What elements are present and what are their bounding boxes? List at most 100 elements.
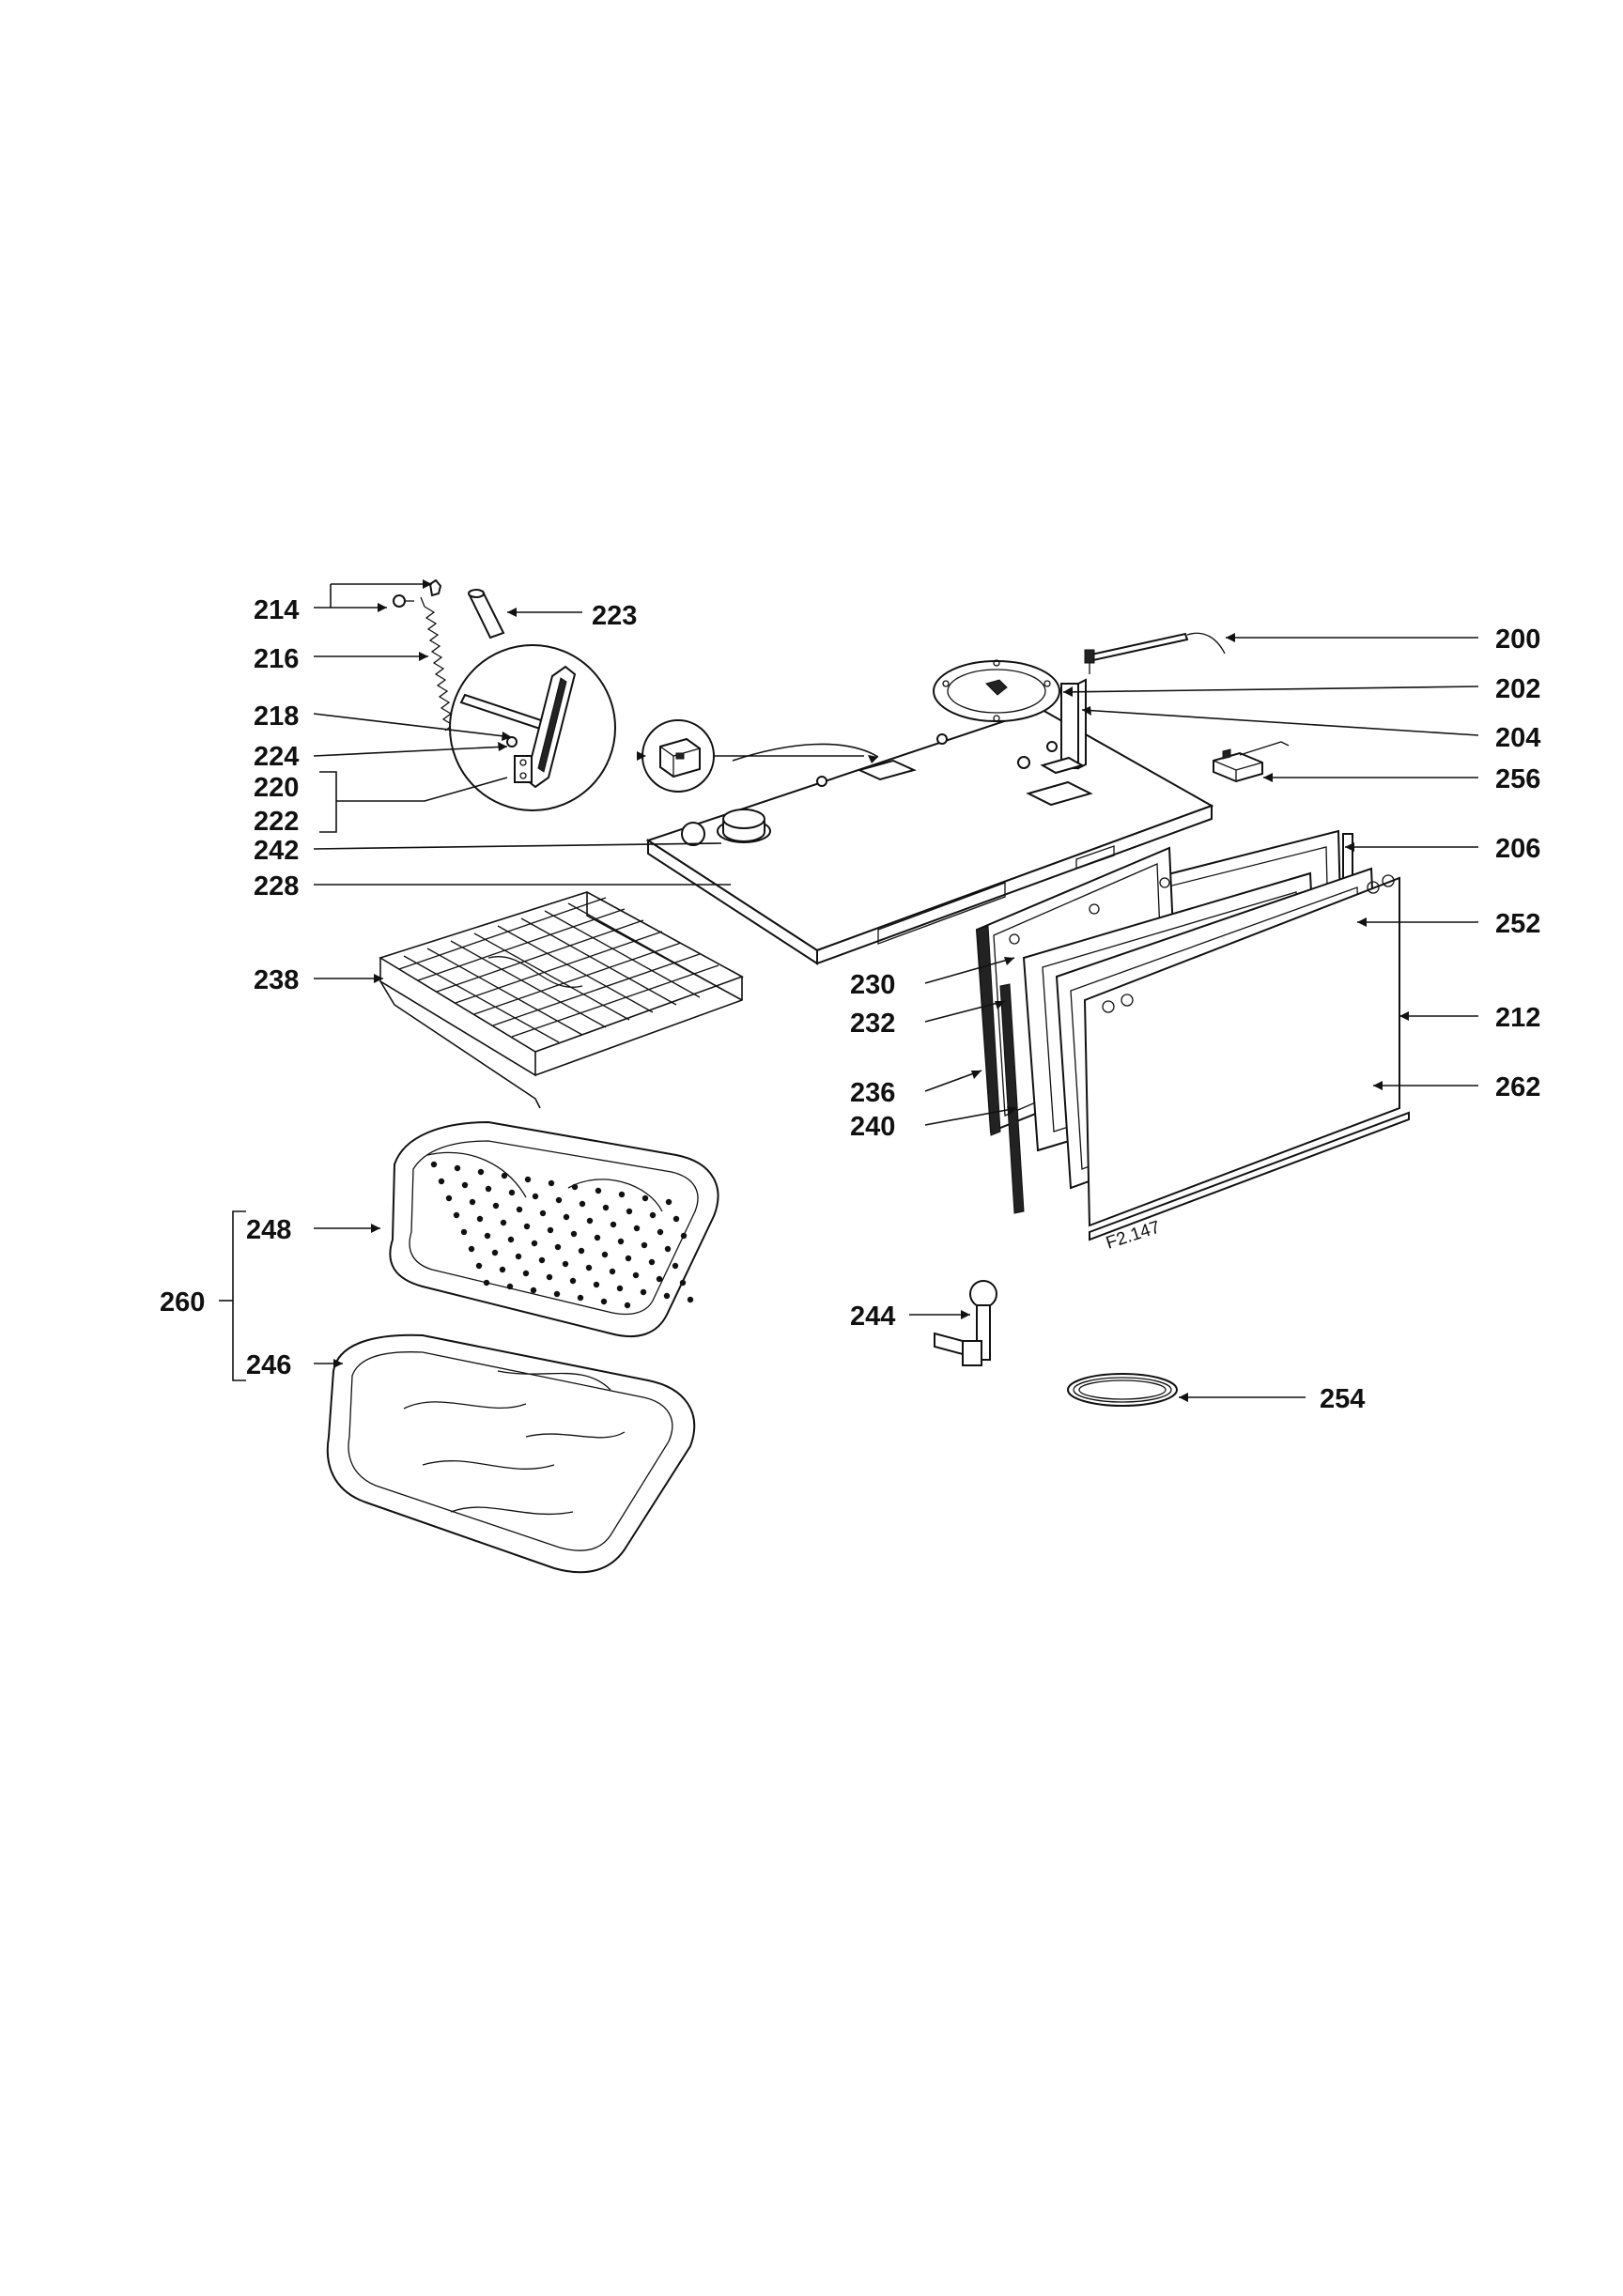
- perforation-hole: [539, 1210, 547, 1217]
- perforation-hole: [601, 1251, 609, 1258]
- part-202-fan-ring-drawing: [933, 659, 1060, 722]
- perforation-hole: [562, 1260, 569, 1268]
- perforation-hole: [602, 1204, 610, 1211]
- label-230: 230: [850, 970, 895, 1000]
- leader-lines: [219, 583, 1479, 1398]
- perforation-hole: [570, 1230, 578, 1238]
- perforation-hole: [461, 1181, 469, 1189]
- perforation-hole: [438, 1178, 445, 1185]
- perforation-hole: [593, 1281, 600, 1288]
- perforation-hole: [664, 1245, 672, 1253]
- label-212: 212: [1495, 1003, 1540, 1033]
- perforation-hole: [507, 1236, 515, 1243]
- part-214-clip-drawing: [393, 578, 442, 608]
- perforation-hole: [657, 1228, 664, 1236]
- label-248: 248: [246, 1215, 291, 1245]
- label-244: 242: [254, 836, 299, 866]
- perforation-hole: [625, 1255, 632, 1262]
- label-252: 252: [1495, 909, 1540, 939]
- perforation-hole: [483, 1279, 490, 1287]
- perforation-hole: [506, 1283, 514, 1290]
- label-218: 218: [254, 701, 299, 732]
- perforation-hole: [616, 1285, 624, 1292]
- perforation-hole: [531, 1240, 538, 1247]
- perforation-hole: [610, 1221, 617, 1228]
- perforation-hole: [679, 1279, 687, 1287]
- label-200: 200: [1495, 624, 1540, 655]
- label-214: 214: [254, 595, 299, 625]
- perforation-hole: [687, 1296, 694, 1303]
- label-254: 254: [1320, 1384, 1365, 1414]
- perforation-hole: [522, 1270, 530, 1277]
- perforation-hole: [555, 1196, 563, 1204]
- perforation-hole: [680, 1232, 688, 1240]
- perforation-hole: [492, 1202, 500, 1210]
- perforation-hole: [632, 1271, 640, 1279]
- perforation-hole: [553, 1290, 561, 1298]
- perforation-hole: [546, 1273, 553, 1281]
- perforation-hole: [468, 1245, 475, 1253]
- perforation-hole: [491, 1249, 499, 1256]
- label-232: 232: [850, 1009, 895, 1039]
- perforation-hole: [484, 1232, 491, 1240]
- label-224: 224: [254, 742, 299, 772]
- perforation-hole: [665, 1198, 672, 1206]
- perforation-hole: [578, 1247, 585, 1255]
- part-244-foot-drawing: [717, 809, 771, 843]
- label-242: 244: [850, 1302, 895, 1332]
- perforation-hole: [648, 1258, 656, 1266]
- perforation-hole: [500, 1219, 507, 1226]
- perforation-hole: [548, 1179, 555, 1187]
- detail-leader-curve: [732, 743, 879, 762]
- perforation-hole: [672, 1215, 680, 1223]
- perforation-hole: [538, 1256, 546, 1264]
- perforation-hole: [515, 1253, 522, 1260]
- perforation-hole: [445, 1194, 453, 1202]
- label-256: 256: [1495, 764, 1540, 794]
- perforation-hole: [577, 1294, 584, 1302]
- part-248-perforated-tray-drawing: [389, 1120, 719, 1338]
- perforation-hole: [600, 1298, 608, 1305]
- label-238: 238: [254, 965, 299, 995]
- perforation-hole: [499, 1266, 506, 1273]
- perforation-hole: [663, 1292, 671, 1300]
- perforation-hole: [569, 1277, 577, 1285]
- part-228-floor-plate-drawing: [645, 678, 1214, 965]
- perforation-hole: [476, 1215, 484, 1223]
- part-labels: 214 223 216 218 224 220 222 242 228 238 …: [160, 595, 1540, 1414]
- perforation-hole: [485, 1185, 492, 1193]
- perforation-hole: [649, 1211, 657, 1219]
- perforation-hole: [453, 1211, 460, 1219]
- label-262: 262: [1495, 1072, 1540, 1102]
- perforation-hole: [547, 1226, 554, 1234]
- perforation-hole: [523, 1223, 531, 1230]
- perforation-hole: [530, 1287, 537, 1294]
- perforation-hole: [508, 1189, 516, 1196]
- door-assembly-drawing: F2.147: [975, 829, 1410, 1254]
- part-200-probe-drawing: [1084, 632, 1226, 674]
- part-246-drip-tray-drawing: [326, 1333, 696, 1574]
- part-238-wire-shelf-drawing: [379, 891, 744, 1109]
- perforation-hole: [532, 1193, 539, 1200]
- label-223: 223: [592, 601, 637, 631]
- label-240: 240: [850, 1112, 895, 1142]
- label-222: 222: [254, 807, 299, 837]
- perforation-hole: [672, 1262, 679, 1270]
- perforation-hole: [626, 1208, 633, 1215]
- perforation-hole: [586, 1217, 594, 1225]
- label-228: 228: [254, 871, 299, 901]
- perforation-hole: [594, 1234, 601, 1241]
- perforation-hole: [624, 1302, 631, 1309]
- label-202: 202: [1495, 674, 1540, 704]
- perforation-hole: [595, 1187, 602, 1194]
- leader-arrowheads: [333, 579, 1409, 1402]
- perforation-hole: [641, 1194, 649, 1202]
- perforation-hole: [609, 1268, 616, 1275]
- hinge-detail-circle: [449, 644, 616, 811]
- perforation-hole: [618, 1191, 626, 1198]
- perforation-hole: [460, 1228, 468, 1236]
- perforation-hole: [571, 1183, 579, 1191]
- part-223-pin-drawing: [468, 589, 505, 639]
- part-256-switch-drawing: [1213, 741, 1290, 783]
